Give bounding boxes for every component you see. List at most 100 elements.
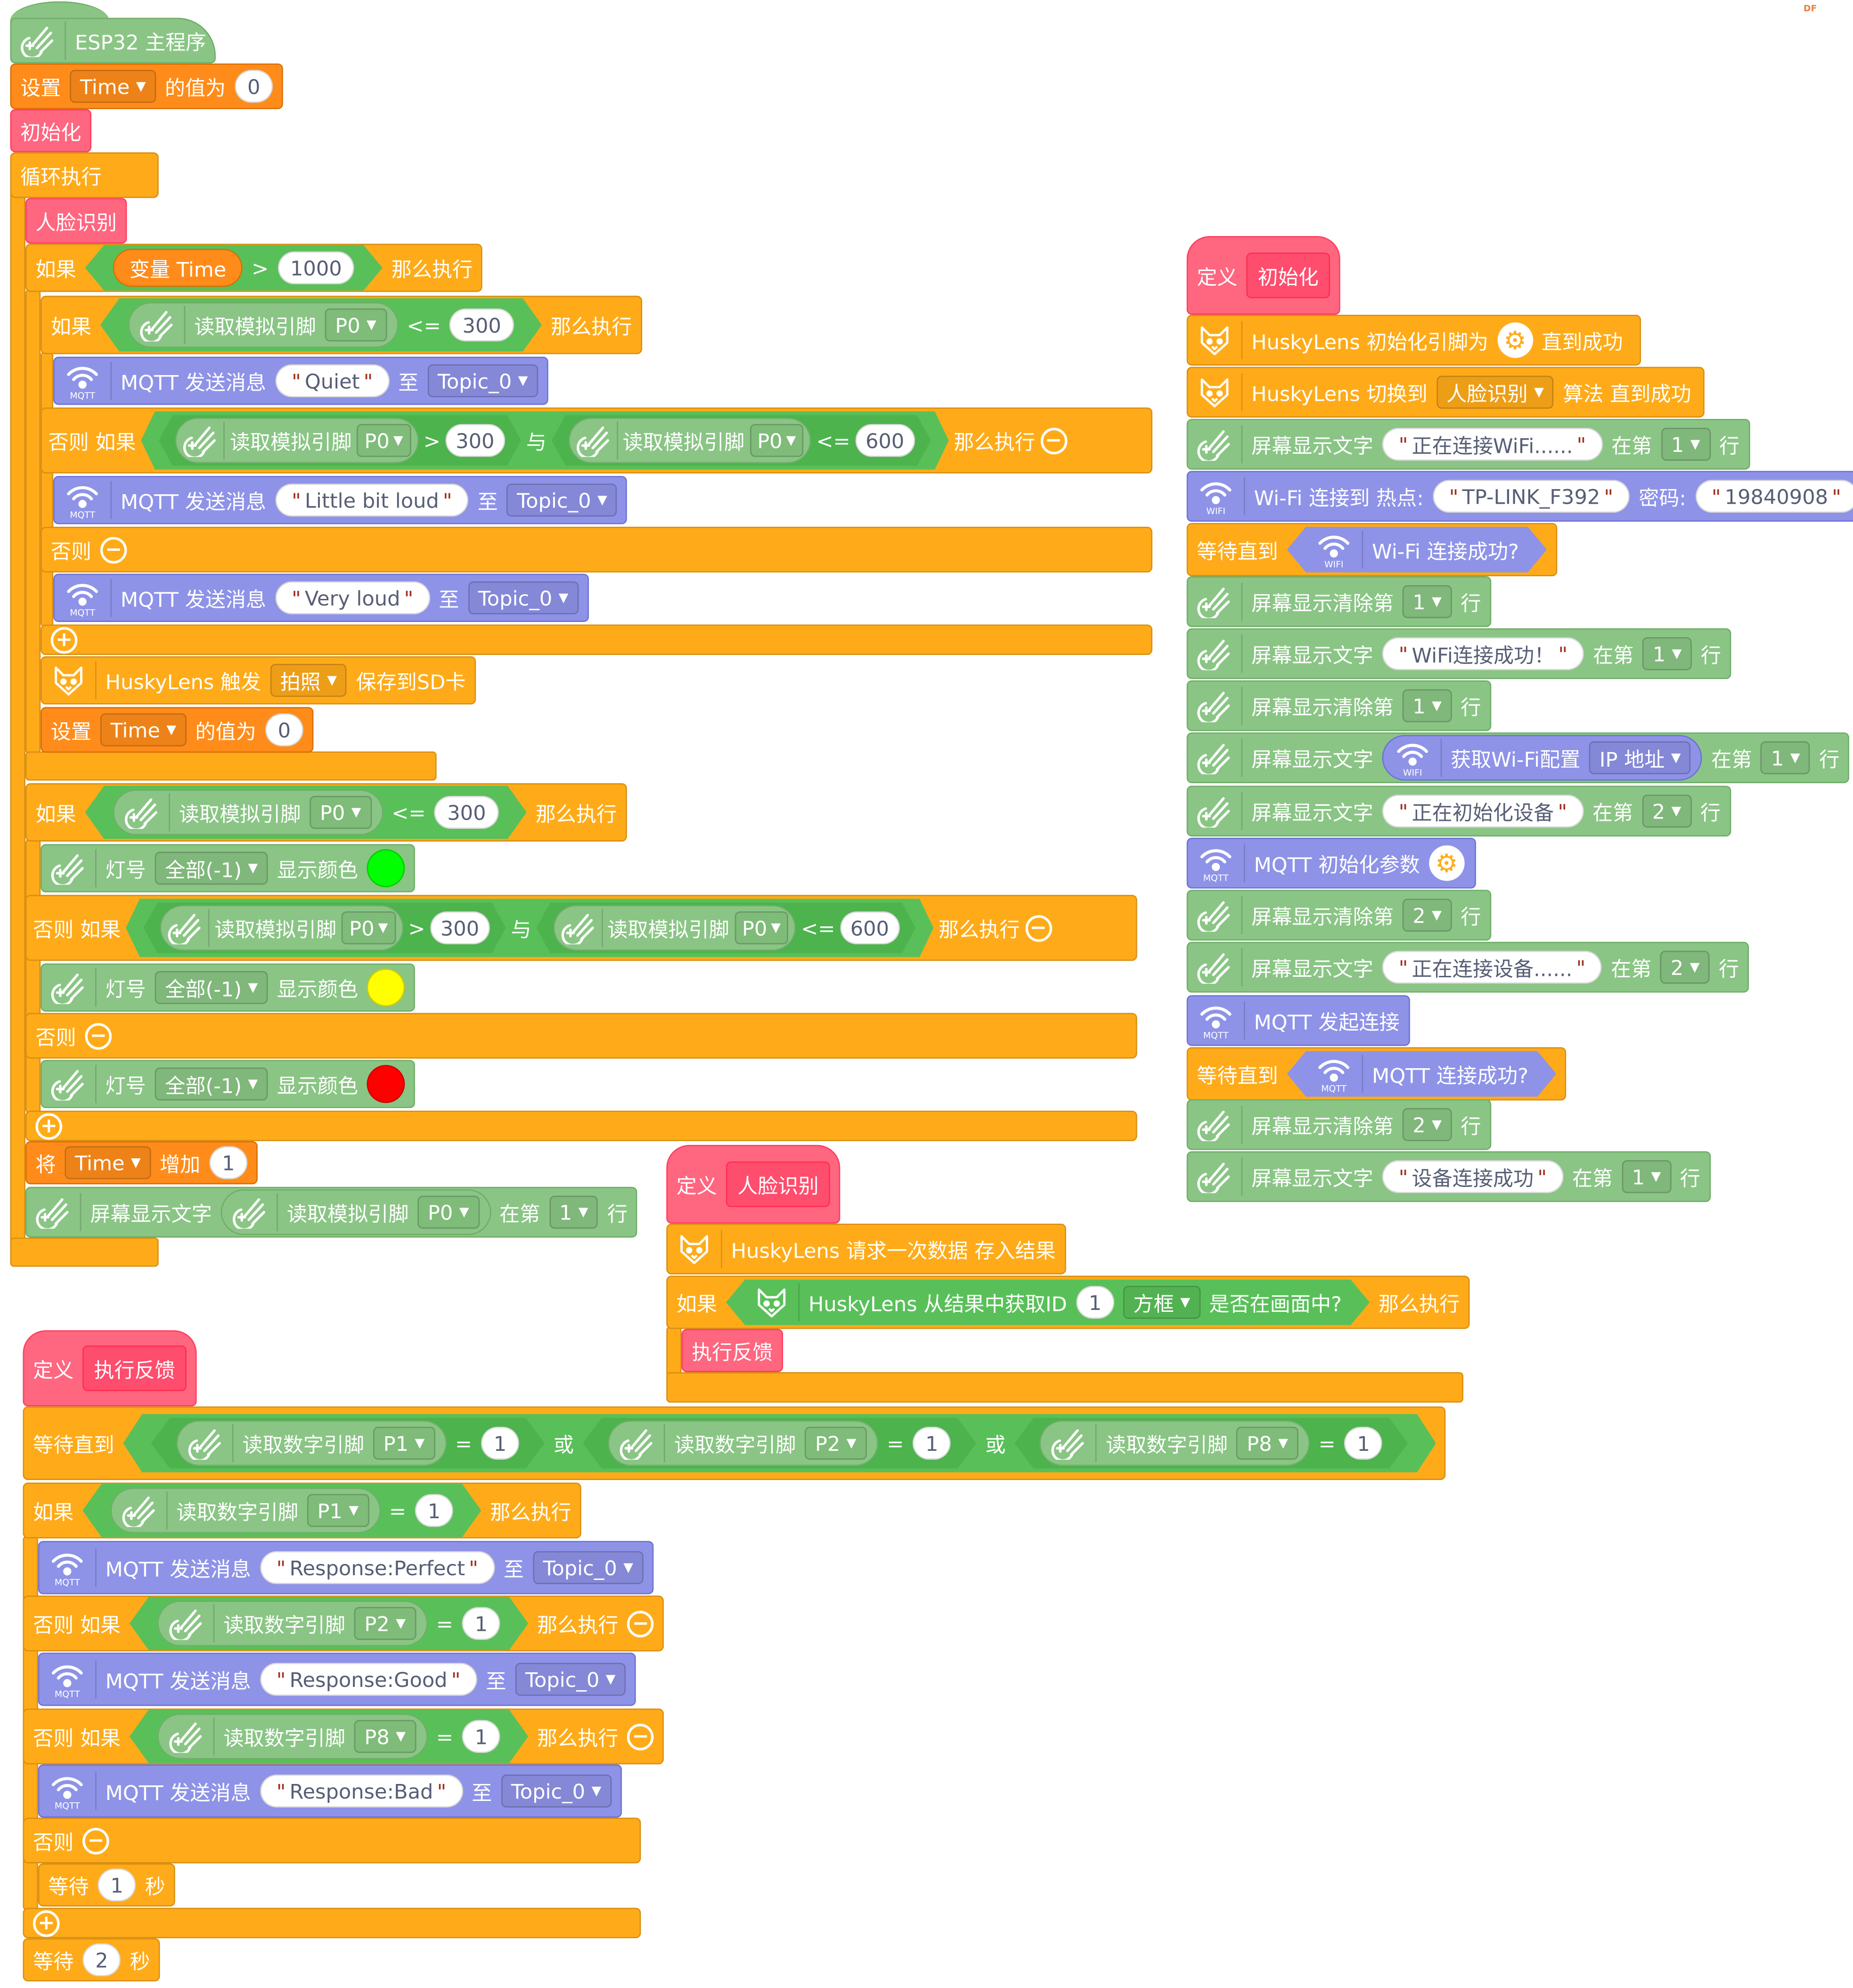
plus-icon[interactable]: + xyxy=(35,1113,62,1139)
number-input[interactable]: 0 xyxy=(235,70,273,103)
minus-icon[interactable]: − xyxy=(627,1610,654,1637)
minus-icon[interactable]: − xyxy=(100,536,127,563)
dropdown-field[interactable]: Topic_0▼ xyxy=(506,483,618,517)
dropdown-field[interactable]: Time▼ xyxy=(100,713,187,746)
dropdown-field[interactable]: P0▼ xyxy=(325,309,387,342)
procedure-name[interactable]: 初始化 xyxy=(1246,253,1331,299)
text-input[interactable]: TP-LINK_F392 xyxy=(1432,480,1630,513)
number-input[interactable]: 600 xyxy=(840,911,899,944)
code-block[interactable]: HuskyLens 初始化引脚为⚙直到成功 xyxy=(1186,315,1641,366)
dropdown-field[interactable]: Topic_0▼ xyxy=(532,1551,644,1584)
number-input[interactable]: 300 xyxy=(450,309,514,342)
code-block[interactable]: 初始化 xyxy=(10,109,91,153)
plus-icon[interactable]: + xyxy=(33,1909,60,1937)
dropdown-field[interactable]: P0▼ xyxy=(417,1195,480,1229)
dropdown-field[interactable]: P0▼ xyxy=(310,796,371,829)
code-block[interactable]: 否则− xyxy=(23,1817,641,1864)
code-block[interactable]: 屏幕显示文字WiFi连接成功！ 在第1▼行 xyxy=(1186,628,1731,679)
code-block[interactable]: 人脸识别 xyxy=(25,198,127,244)
dropdown-field[interactable]: P0▼ xyxy=(735,911,789,944)
dropdown-field[interactable]: P2▼ xyxy=(354,1607,416,1640)
text-input[interactable]: Very loud xyxy=(275,581,430,614)
text-input[interactable]: 正在连接设备...... xyxy=(1382,950,1602,984)
dropdown-field[interactable]: 全部(-1)▼ xyxy=(155,1067,268,1101)
dropdown-field[interactable]: Time▼ xyxy=(65,1146,151,1179)
code-block[interactable]: + xyxy=(23,1907,641,1939)
code-block[interactable]: 否则− xyxy=(41,526,1152,573)
dropdown-field[interactable]: 人脸识别▼ xyxy=(1436,376,1554,409)
number-input[interactable]: 1 xyxy=(1344,1427,1382,1460)
dropdown-field[interactable]: 1▼ xyxy=(1402,585,1452,618)
number-input[interactable]: 1 xyxy=(415,1494,453,1527)
text-input[interactable]: 设备连接成功 xyxy=(1382,1160,1564,1194)
code-block[interactable]: + xyxy=(41,624,1152,655)
number-input[interactable]: 0 xyxy=(265,713,304,746)
dropdown-field[interactable]: 1▼ xyxy=(1761,741,1811,775)
dropdown-field[interactable]: 方框▼ xyxy=(1123,1286,1200,1319)
dropdown-field[interactable]: Topic_0▼ xyxy=(468,581,579,614)
number-input[interactable]: 1000 xyxy=(278,251,355,284)
code-block[interactable]: HuskyLens 触发拍照▼保存到SD卡 xyxy=(41,656,476,705)
text-input[interactable]: 正在初始化设备 xyxy=(1382,794,1584,828)
text-input[interactable]: 正在连接WiFi...... xyxy=(1382,427,1603,461)
dropdown-field[interactable]: P0▼ xyxy=(357,424,411,457)
code-block[interactable]: 灯号全部(-1)▼显示颜色 xyxy=(41,1060,416,1108)
procedure-name[interactable]: 人脸识别 xyxy=(726,1161,830,1207)
minus-icon[interactable]: − xyxy=(1025,914,1052,941)
dropdown-field[interactable]: 1▼ xyxy=(1402,689,1452,722)
text-input[interactable]: Quiet xyxy=(275,364,390,398)
gear-icon[interactable]: ⚙ xyxy=(1497,322,1533,358)
dropdown-field[interactable]: 1▼ xyxy=(549,1195,599,1229)
number-input[interactable]: 1 xyxy=(1076,1286,1114,1319)
minus-icon[interactable]: − xyxy=(82,1827,109,1854)
color-picker[interactable] xyxy=(367,968,405,1007)
number-input[interactable]: 1 xyxy=(481,1427,519,1460)
number-input[interactable]: 1 xyxy=(913,1427,951,1460)
code-block[interactable]: 屏幕显示文字正在初始化设备在第2▼行 xyxy=(1186,785,1731,837)
text-input[interactable]: Response:Perfect xyxy=(260,1551,495,1584)
dropdown-field[interactable]: 1▼ xyxy=(1642,637,1692,671)
code-block[interactable]: 屏幕显示文字正在连接设备......在第2▼行 xyxy=(1186,941,1749,993)
dropdown-field[interactable]: Topic_0▼ xyxy=(515,1662,626,1696)
dropdown-field[interactable]: P2▼ xyxy=(805,1427,866,1460)
dropdown-field[interactable]: P1▼ xyxy=(373,1427,435,1460)
dropdown-field[interactable]: 1▼ xyxy=(1661,427,1711,461)
code-block[interactable]: 定义人脸识别 xyxy=(666,1145,841,1224)
code-block[interactable]: 灯号全部(-1)▼显示颜色 xyxy=(41,963,416,1012)
code-block[interactable]: 循环执行 xyxy=(10,152,159,198)
code-block[interactable]: 定义初始化 xyxy=(1186,236,1340,315)
reporter-block[interactable]: 变量 Time xyxy=(113,249,243,287)
